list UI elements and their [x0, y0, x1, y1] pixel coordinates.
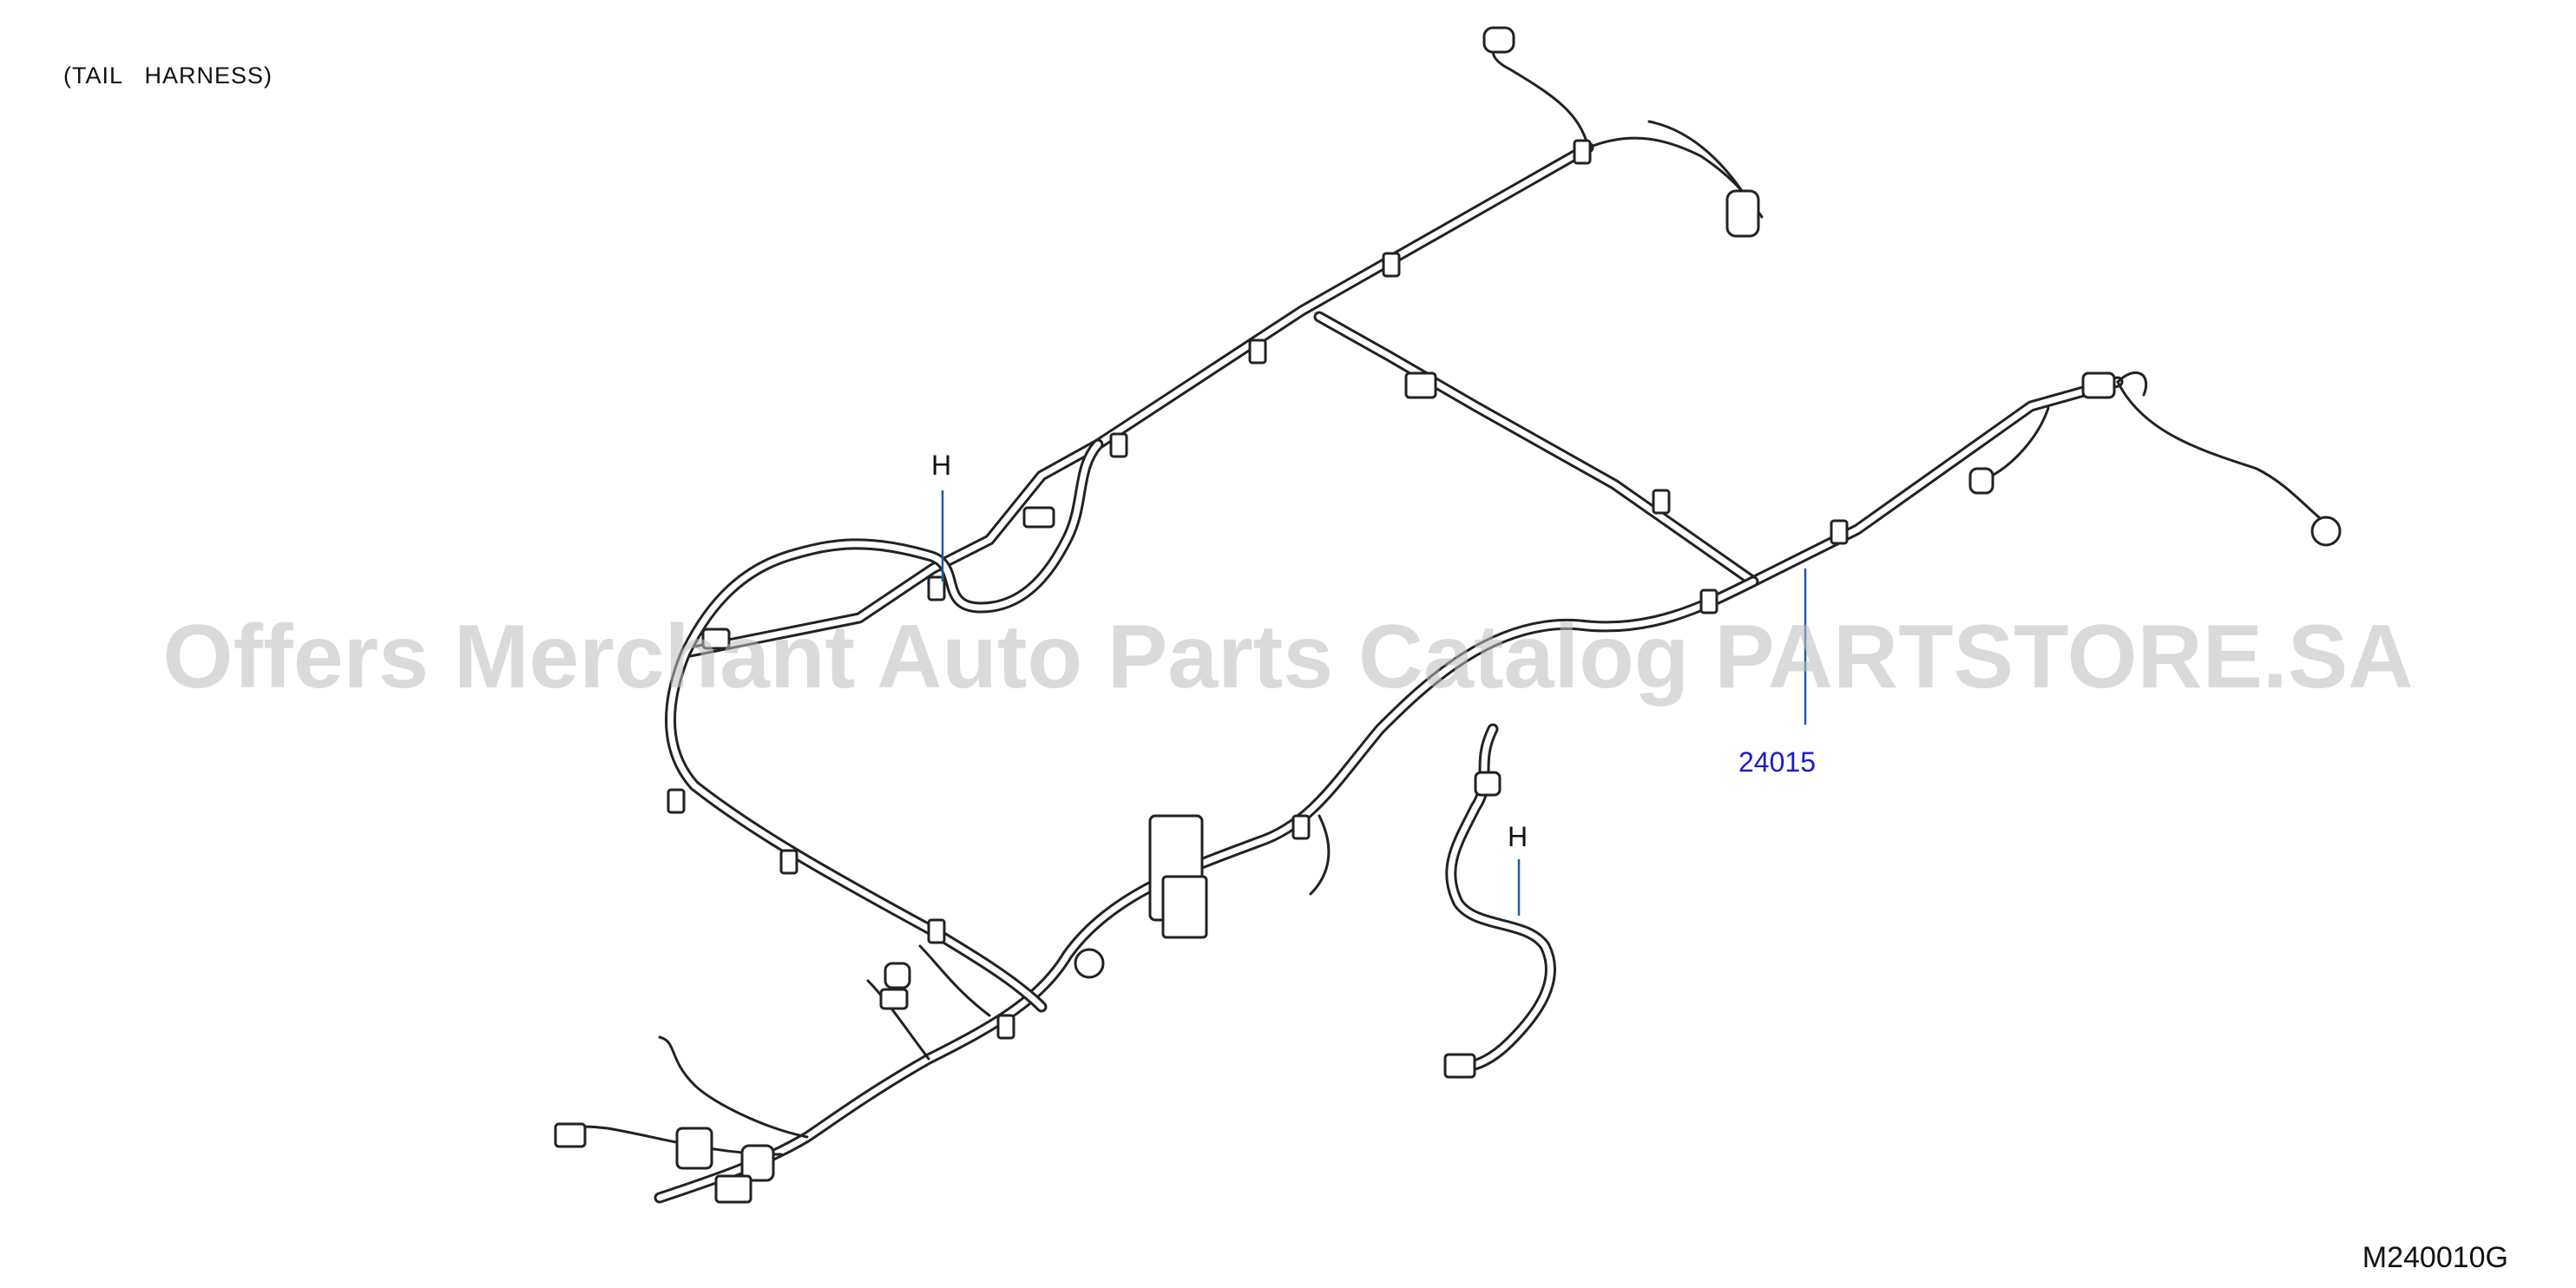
harness-left-branch	[665, 438, 1104, 1013]
harness-drop-branch	[1445, 723, 1556, 1074]
harness-connectors	[554, 26, 2342, 1204]
watermark-text: Offers Merchant Auto Parts Catalog PARTS…	[162, 607, 2414, 707]
diagram-heading: (TAIL HARNESS)	[63, 62, 273, 89]
callout-leaders	[941, 490, 1807, 916]
harness-right-end	[1977, 371, 2336, 531]
part-number-label[interactable]: 24015	[1738, 746, 1816, 778]
callout-label-h-left: H	[931, 450, 952, 481]
harness-clips	[667, 139, 1849, 1040]
harness-top-end	[1491, 37, 1764, 237]
harness-lower-left	[562, 814, 1331, 1156]
diagram-code: M240010G	[2362, 1241, 2508, 1274]
callout-label-h-right: H	[1508, 821, 1528, 852]
